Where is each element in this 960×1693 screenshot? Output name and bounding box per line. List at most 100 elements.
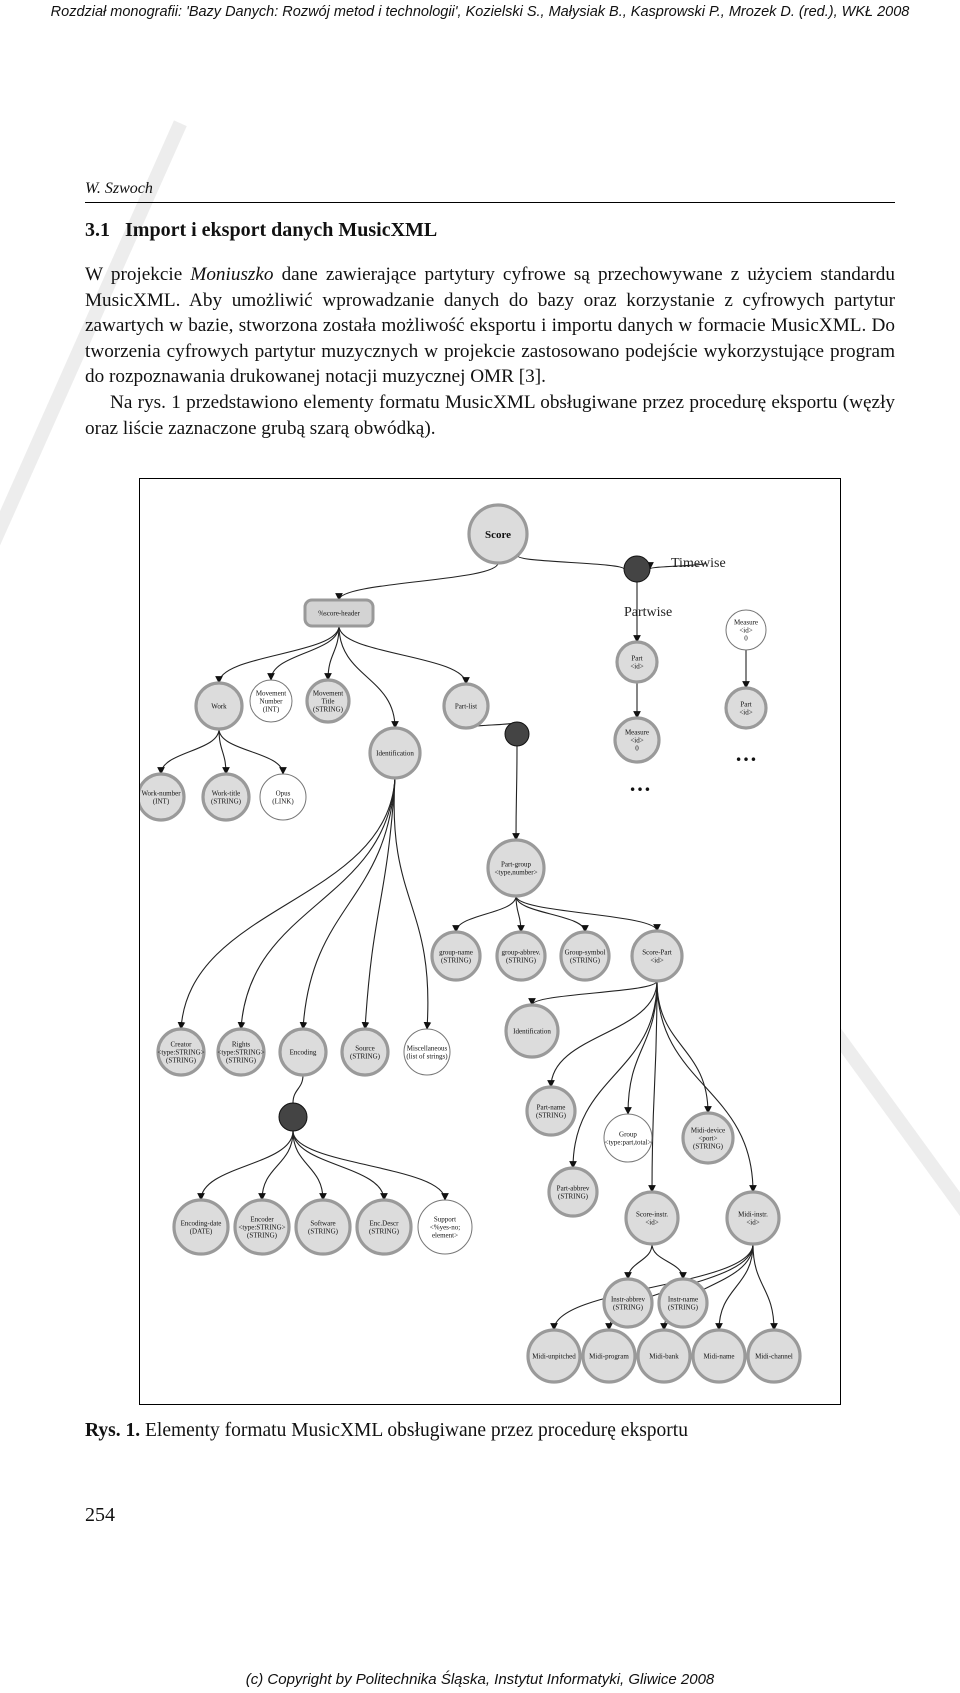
tree-node-instr-name: Instr-name(STRING) [657,1277,709,1329]
tree-node-work-number: Work-number(INT) [140,772,186,822]
tree-node-rights: Rights<type:STRING>(STRING) [216,1027,266,1077]
tree-node-opus: Opus(LINK) [259,773,307,821]
tree-edge [656,980,757,1193]
tree-node-part-name: Part-name(STRING) [525,1085,577,1137]
tree-node-label: (LINK) [272,797,294,805]
tree-edge [393,777,432,1030]
tree-node-label: Identification [513,1027,551,1035]
tree-node-label: Midi-channel [755,1352,793,1360]
tree-edge [515,895,661,932]
tree-node-label: Work-title [212,789,241,797]
tree-edge [237,777,396,1030]
tree-node-score-header: %score-header [303,598,375,628]
tree-node-label: Part [631,654,642,662]
tree-node-label: Part-abbrev [557,1184,590,1192]
tree-node-label: group-abbrev. [501,948,540,956]
tree-node-label: <%yes-no; [430,1223,460,1231]
timewise-label: Timewise [671,556,726,571]
tree-node-label: <id> [645,1218,658,1226]
tree-node-label: Midi-bank [649,1352,679,1360]
tree-node-label: Encoding [290,1048,317,1056]
tree-edge [292,1130,449,1201]
tree-node-label: (STRING) [369,1227,400,1235]
tree-edge [528,980,658,1006]
section-number: 3.1 [85,219,110,241]
tree-node-label: (STRING) [536,1111,567,1119]
tree-node-score-part: Score-Part<id> [630,929,684,983]
tree-edge [569,980,658,1169]
page-number: 254 [85,1504,115,1526]
tree-edge [550,1243,754,1331]
paragraph-1: W projekcie Moniuszko dane zawierające p… [85,262,895,390]
tree-node-midi-bank: Midi-bank [636,1328,692,1384]
tree-node-group-abbrev: group-abbrev.(STRING) [495,930,547,982]
caption-text: Elementy formatu MusicXML obsługiwane pr… [145,1420,688,1441]
tree-edge [292,1074,304,1104]
tree-node-label: Score-Part [642,948,672,956]
tree-edge [338,625,470,685]
tree-edge [547,980,658,1088]
tree-node-midi-program: Midi-program [581,1328,637,1384]
tree-node-label: Software [310,1219,335,1227]
tree-node-label: Instr-abbrev [611,1295,646,1303]
ellipsis-label: … [735,741,757,766]
tree-edge [656,980,712,1114]
project-name: Moniuszko [190,264,274,285]
tree-node-label: group-name [439,948,473,956]
paragraph-1-rest: dane zawierające partytury cyfrowe są pr… [85,264,895,388]
tree-node-label: <id> [739,708,752,716]
tree-node-midi-name: Midi-name [691,1328,747,1384]
paragraph-2: Na rys. 1 przedstawiono elementy formatu… [85,391,895,439]
tree-node-support: Support<%yes-no;element> [417,1199,473,1255]
tree-node-label: Midi-device [691,1126,725,1134]
tree-node-score-instr: Score-instr.<id> [624,1190,680,1246]
page-header: Rozdział monografii: 'Bazy Danych: Rozwó… [50,4,910,20]
tree-edge [361,777,396,1030]
tree-node-label: (STRING) [166,1056,197,1064]
choice-node [278,1102,308,1132]
tree-node-part-tw: Part<id> [724,686,768,730]
tree-node-label: Midi-unpitched [532,1352,576,1360]
tree-edge [335,562,499,601]
tree-edge [197,1130,294,1201]
running-head: W. Szwoch [85,180,153,197]
tree-node-label: Instr-name [668,1295,698,1303]
tree-edge [324,625,340,681]
tree-node-label: Encoder [250,1215,274,1223]
section-title: 3.1 Import i eksport danych MusicXML [85,219,437,242]
tree-node-label: (STRING) [558,1192,589,1200]
tree-edge [292,1130,327,1201]
tree-node-label: Measure [734,618,758,626]
tree-node-label: Part-name [537,1103,566,1111]
tree-node-work-title: Work-title(STRING) [201,772,251,822]
tree-edge [651,1243,687,1280]
tree-edge [515,895,589,933]
tree-node-group-name: group-name(STRING) [430,930,482,982]
tree-node-label: Miscellaneous [407,1044,448,1052]
tree-edge [624,1243,653,1280]
paragraph-1-start: W projekcie [85,264,191,285]
section-title-text: Import i eksport danych MusicXML [125,219,438,241]
tree-edge [157,728,220,775]
tree-node-label: (INT) [153,797,170,805]
tree-node-label: (STRING) [247,1231,278,1239]
tree-node-score: Score [467,503,529,565]
tree-edge [258,1130,294,1201]
tree-node-part-pw: Part<id> [615,640,659,684]
tree-node-part-abbrev: Part-abbrev(STRING) [547,1166,599,1218]
tree-node-label: <id> [746,1218,759,1226]
tree-node-label: (STRING) [308,1227,339,1235]
tree-node-label: Number [260,697,284,705]
tree-node-label: <type:STRING> [157,1048,204,1056]
tree-node-measure-pw: Measure<id>0 [613,716,661,764]
ellipsis-label: … [629,771,651,796]
tree-node-group: Group<type:part,total> [603,1113,653,1163]
tree-node-identification: Identification [368,726,422,780]
tree-node-label: Movement [256,689,286,697]
tree-node-label: Part-group [501,860,531,868]
tree-node-label: Group-symbol [565,948,606,956]
tree-node-measure-tw: Measure<id>0 [725,609,767,651]
tree-node-software: Software(STRING) [294,1198,352,1256]
